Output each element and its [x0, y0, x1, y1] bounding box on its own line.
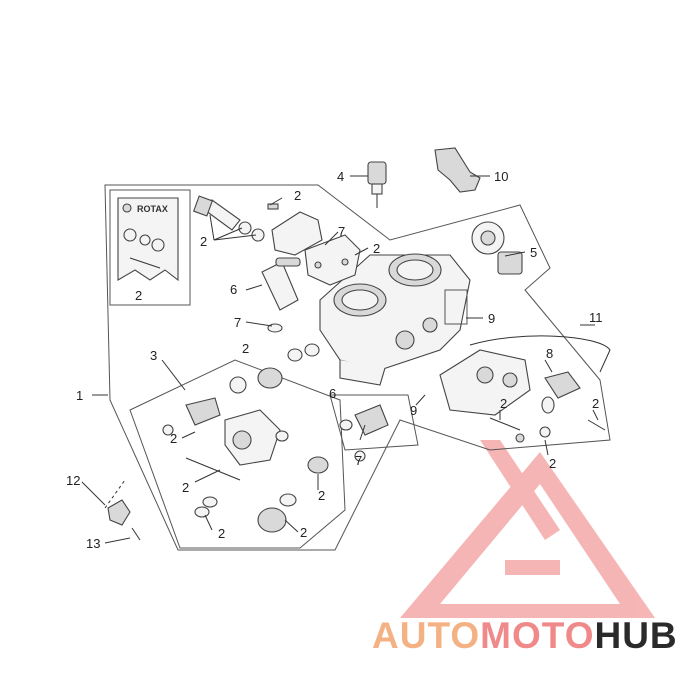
callout-7-upper: 7 — [234, 315, 241, 330]
callout-2-mid: 2 — [182, 480, 189, 495]
callout-5: 5 — [530, 245, 537, 260]
watermark-text: AUTOMOTOHUB — [372, 615, 678, 656]
svg-text:AUTOMOTOHUB: AUTOMOTOHUB — [372, 615, 678, 656]
parts-12-13 — [104, 479, 141, 541]
sensor-part-4 — [367, 161, 387, 208]
callout-2-bottom-left: 2 — [218, 526, 225, 541]
callout-2-left: 2 — [170, 431, 177, 446]
linkage-part-6 — [261, 257, 301, 333]
callout-4: 4 — [337, 169, 344, 184]
callout-11: 11 — [589, 310, 603, 325]
leader-lines — [81, 175, 599, 544]
watermark-hub: HUB — [594, 615, 677, 656]
assembly-frame — [104, 184, 611, 551]
kit-brand: ROTAX — [137, 204, 168, 214]
callout-9-right: 9 — [488, 311, 495, 326]
callout-2-springs: 2 — [242, 341, 249, 356]
callout-6-lower: 6 — [329, 386, 336, 401]
callout-6-upper: 6 — [230, 282, 237, 297]
throttle-body — [319, 253, 471, 386]
subassembly-frame-3 — [129, 359, 346, 549]
callout-1: 1 — [76, 388, 83, 403]
callout-2-bolt: 2 — [200, 234, 207, 249]
bracket-part-7 — [304, 234, 361, 286]
callout-12: 12 — [66, 473, 80, 488]
callout-3: 3 — [150, 348, 157, 363]
tps-part-5 — [471, 221, 523, 275]
spring-parts — [162, 343, 329, 533]
callout-labels: 4 10 5 9 11 8 2 2 6 7 7 2 2 3 1 2 2 2 2 … — [66, 169, 603, 551]
callout-2-top: 2 — [294, 188, 301, 203]
callout-7-bracket: 7 — [338, 224, 345, 239]
watermark-auto: AUTO — [372, 615, 480, 656]
watermark-logo — [400, 440, 655, 618]
watermark-moto: MOTO — [480, 615, 594, 656]
callout-9-lower: 9 — [410, 403, 417, 418]
callout-2-spring: 2 — [318, 488, 325, 503]
callout-2-rail: 2 — [500, 396, 507, 411]
callout-2-rail-right: 2 — [592, 396, 599, 411]
callout-2-rail-bottom: 2 — [549, 456, 556, 471]
callout-2-bracket: 2 — [373, 241, 380, 256]
callout-7-lower: 7 — [355, 453, 362, 468]
callout-13: 13 — [86, 536, 100, 551]
sensor-part-6-lower — [329, 394, 419, 462]
fuel-rail-assembly — [439, 335, 611, 443]
callout-10: 10 — [494, 169, 508, 184]
kit-callout: 2 — [135, 288, 142, 303]
callout-2-bottom-right: 2 — [300, 525, 307, 540]
callout-8: 8 — [546, 346, 553, 361]
sensor-part-10 — [434, 147, 481, 193]
repair-kit-card: ROTAX 2 — [109, 189, 191, 306]
bolt-washers-2 — [192, 195, 323, 256]
